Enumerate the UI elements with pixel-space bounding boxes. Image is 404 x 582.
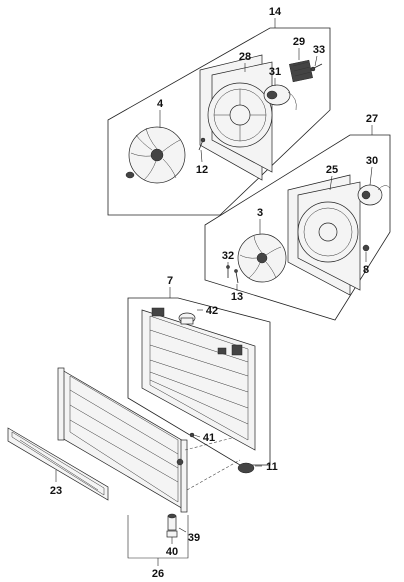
callout-42: 42 bbox=[206, 305, 218, 317]
air-guard-23 bbox=[7, 427, 109, 501]
drain-plug-41 bbox=[189, 432, 195, 438]
bolt-12 bbox=[198, 137, 206, 151]
callout-39: 39 bbox=[188, 532, 200, 544]
receiver-drier-39 bbox=[167, 513, 177, 531]
screw-33 bbox=[310, 63, 323, 72]
callout-31: 31 bbox=[269, 66, 281, 78]
leader-30 bbox=[369, 166, 373, 186]
group-14-frame bbox=[107, 27, 331, 216]
clip-13 bbox=[234, 269, 239, 284]
callout-8: 8 bbox=[363, 264, 369, 276]
fan-shroud-28 bbox=[199, 54, 273, 181]
condenser bbox=[57, 367, 241, 513]
callout-11: 11 bbox=[266, 461, 278, 473]
leader-41 bbox=[193, 434, 201, 438]
callout-13: 13 bbox=[231, 291, 243, 303]
fan-motor-31 bbox=[263, 84, 297, 111]
group-27-frame bbox=[204, 134, 391, 321]
callout-30: 30 bbox=[366, 155, 378, 167]
callout-4: 4 bbox=[157, 98, 164, 110]
fan-blade-3 bbox=[237, 233, 287, 283]
callout-23: 23 bbox=[50, 485, 62, 497]
nut-8 bbox=[362, 244, 370, 252]
callout-26: 26 bbox=[152, 568, 164, 580]
callout-32: 32 bbox=[222, 250, 234, 262]
callout-29: 29 bbox=[293, 36, 305, 48]
group-7-frame bbox=[127, 297, 271, 466]
callout-28: 28 bbox=[239, 51, 251, 63]
leader-39 bbox=[178, 527, 187, 533]
bushing-40 bbox=[166, 530, 178, 538]
callout-27: 27 bbox=[366, 113, 378, 125]
fan-motor-30 bbox=[357, 184, 391, 206]
callout-33: 33 bbox=[313, 44, 325, 56]
fan-shroud-25 bbox=[287, 174, 361, 296]
fan-blade-4 bbox=[125, 126, 186, 184]
callout-3: 3 bbox=[257, 207, 263, 219]
group-26-bracket bbox=[127, 515, 189, 559]
radiator-cap-42 bbox=[178, 312, 196, 325]
radiator bbox=[141, 307, 256, 451]
resistor-29 bbox=[289, 59, 313, 83]
leader-33 bbox=[314, 55, 318, 67]
callout-12: 12 bbox=[196, 164, 208, 176]
leader-12 bbox=[200, 149, 203, 163]
leader-25 bbox=[329, 175, 333, 191]
callout-14: 14 bbox=[269, 6, 282, 18]
clip-32 bbox=[226, 265, 230, 278]
callout-41: 41 bbox=[203, 432, 215, 444]
callout-7: 7 bbox=[167, 275, 173, 287]
callout-25: 25 bbox=[326, 164, 338, 176]
mount-bushing-11 bbox=[237, 462, 255, 474]
callout-40: 40 bbox=[166, 546, 178, 558]
